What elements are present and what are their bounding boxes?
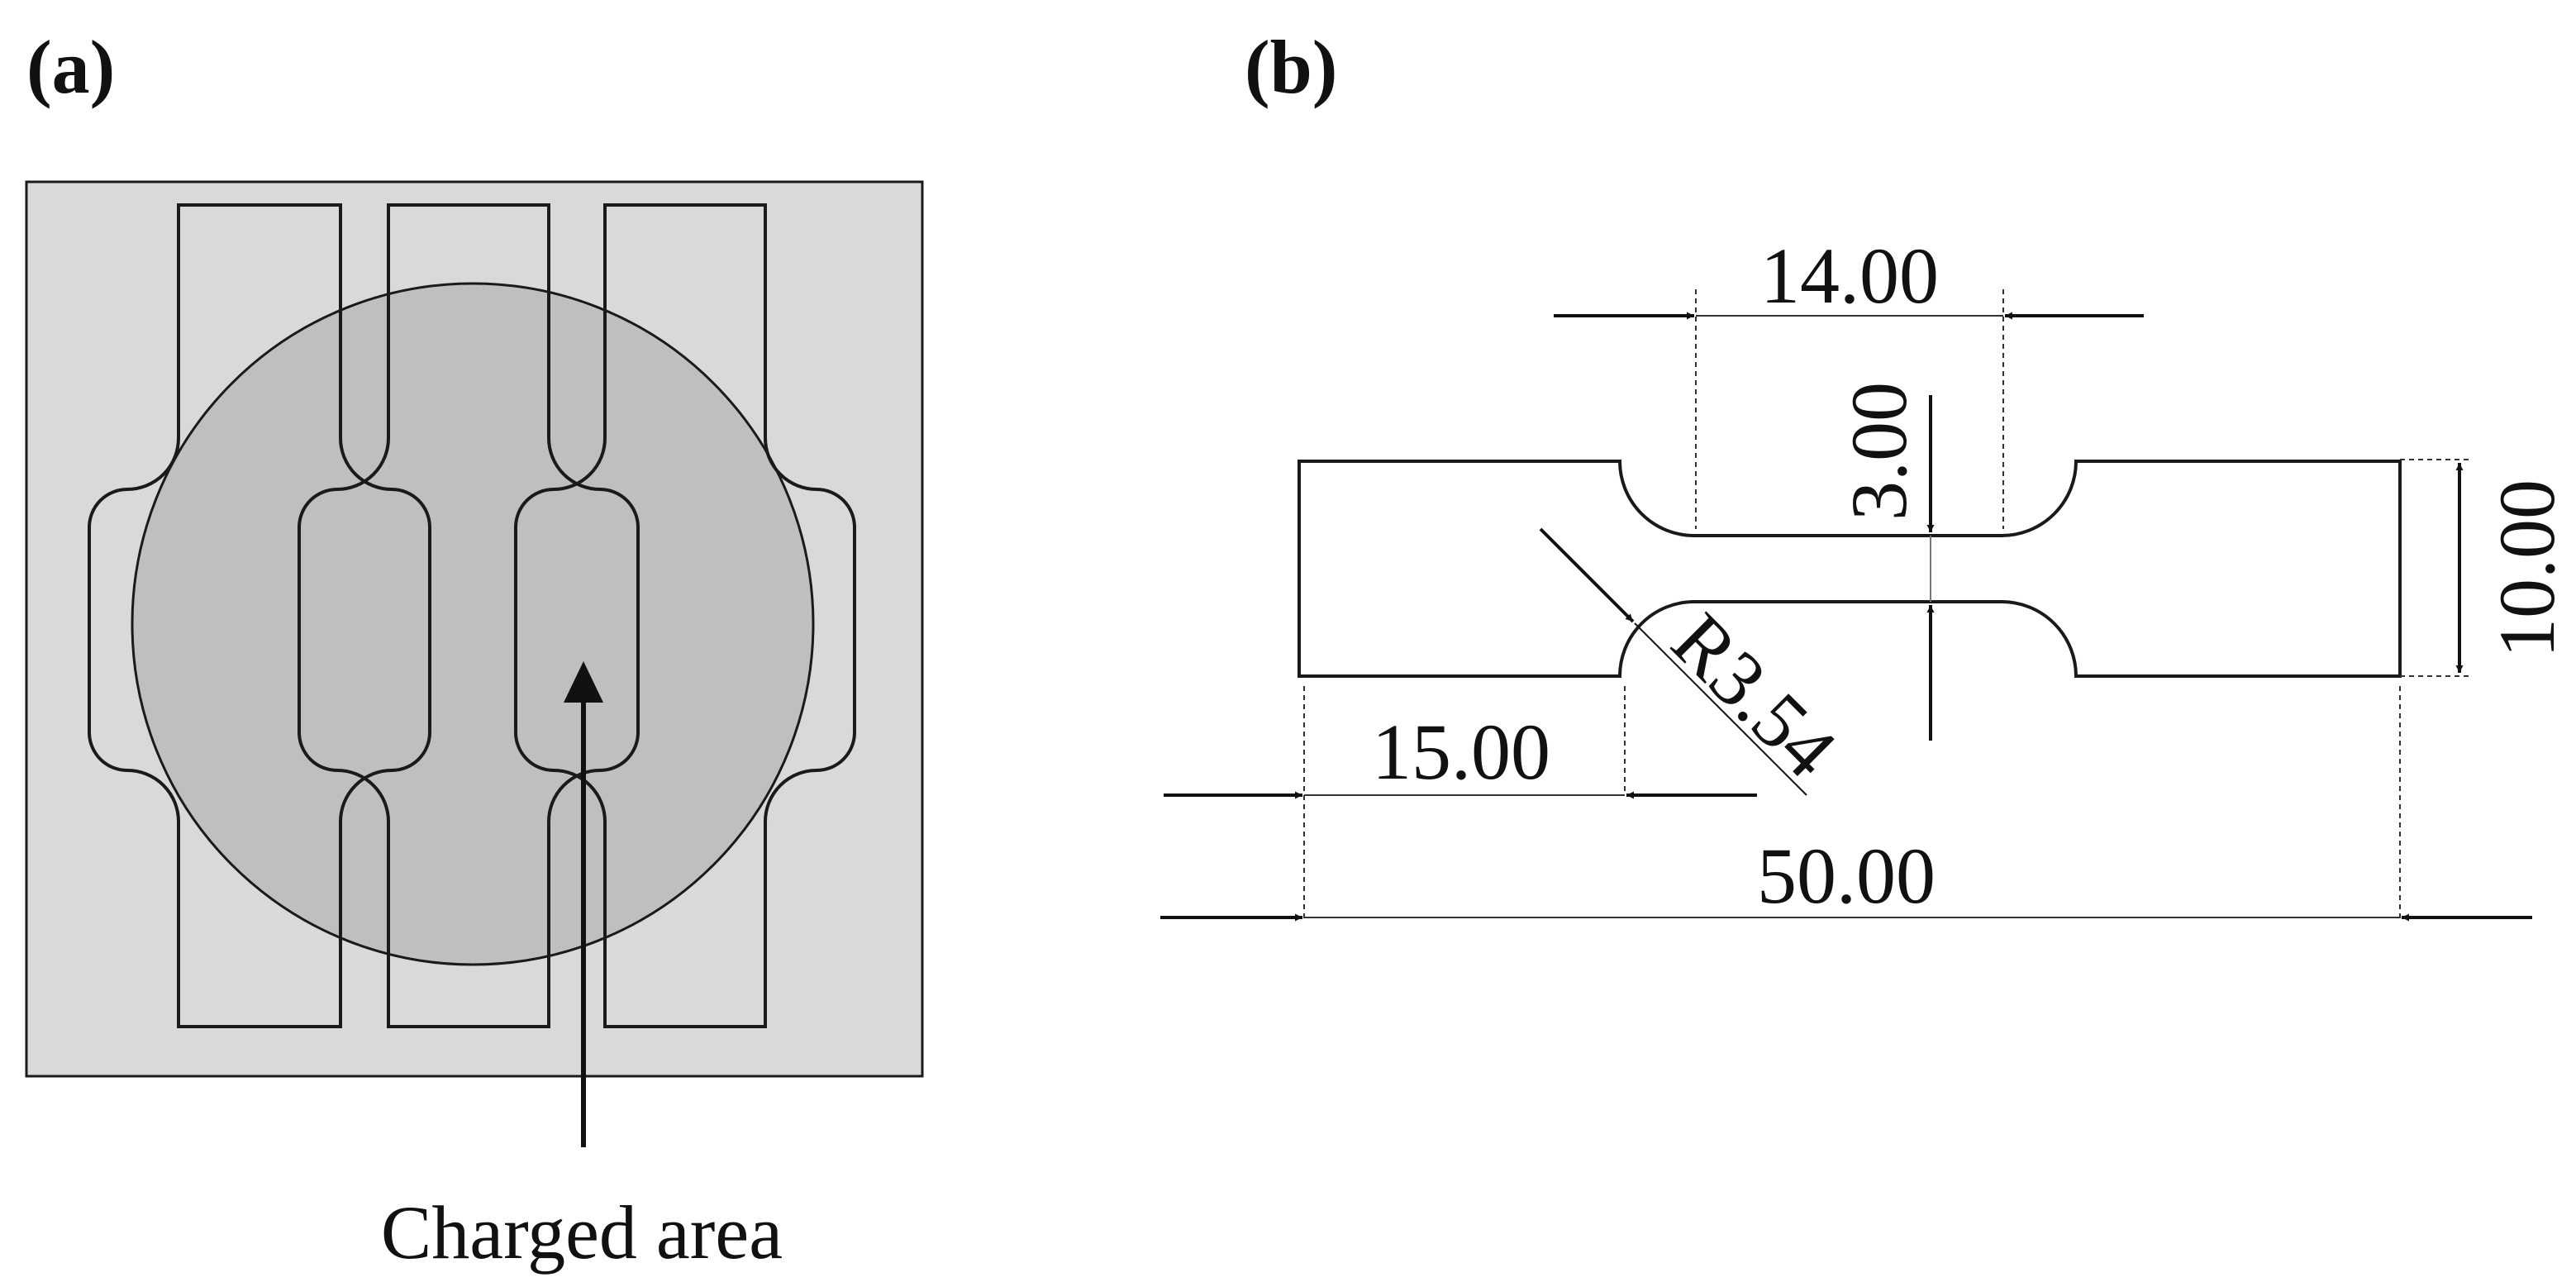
radius-label: R3.54 [1655,596,1854,794]
dim-total-width: 10.00 [2455,463,2571,673]
dim-radius: R3.54 [1539,527,1854,796]
charged-area-caption: Charged area [381,1190,783,1275]
gauge-width-label: 3.00 [1835,382,1923,521]
panel-a: (a) Charged area [25,25,924,1275]
total-length-label: 50.00 [1757,832,1936,920]
grip-length-label: 15.00 [1372,708,1550,796]
charged-area-circle [131,282,815,966]
specimen-strips [88,203,856,1028]
panel-b: (b) 14.00 3.00 [1160,25,2571,922]
total-width-label: 10.00 [2483,479,2571,658]
strip-2-outline [298,203,640,1028]
strip-1-outline [88,203,431,1028]
panel-b-label: (b) [1245,25,1337,109]
gauge-length-label: 14.00 [1760,231,1939,320]
panel-a-label: (a) [26,25,115,109]
dim-grip-length: 15.00 [1164,708,1757,799]
extension-lines [1303,289,2471,921]
dim-total-length: 50.00 [1160,832,2532,922]
dim-gauge-length: 14.00 [1554,231,2144,320]
strip-3-outline [514,203,856,1028]
dim-gauge-width: 3.00 [1835,382,1935,741]
charged-area-arrow [564,661,603,1147]
